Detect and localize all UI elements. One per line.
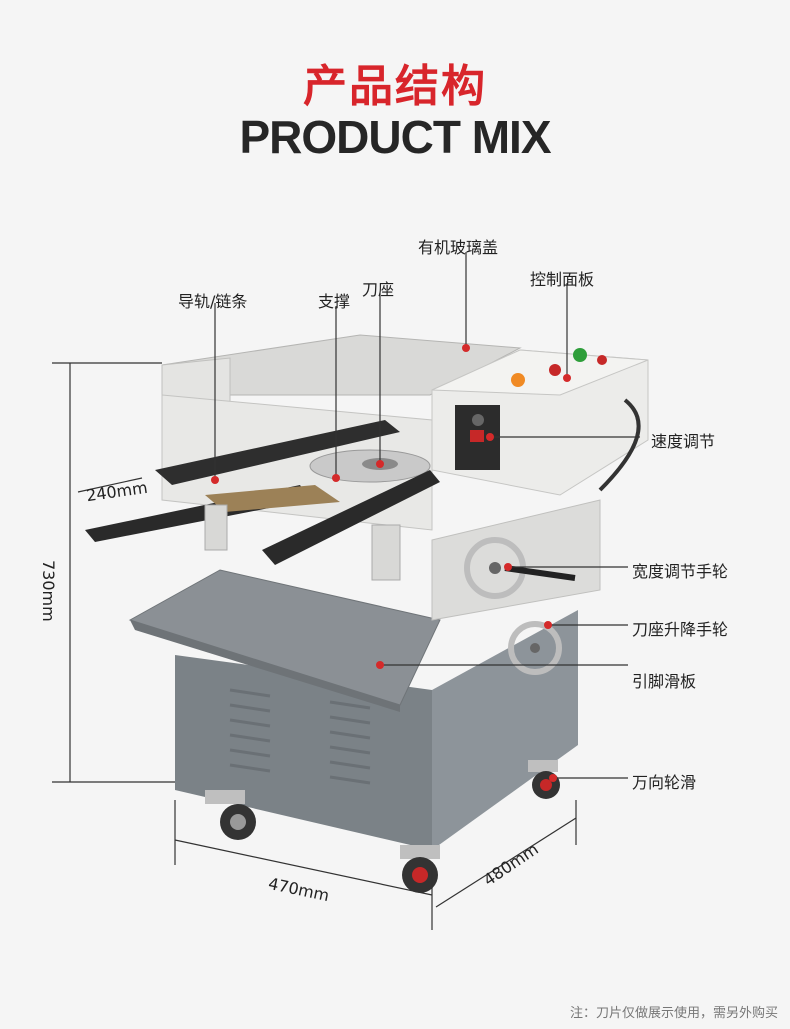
callout-glass-cover: 有机玻璃盖: [418, 238, 499, 257]
callout-guide-rail: 导轨/链条: [178, 292, 248, 311]
callout-lead-slide: 引脚滑板: [632, 672, 697, 691]
callout-support: 支撑: [318, 292, 351, 311]
blade-lift-handwheel: [508, 621, 562, 675]
dimension-height: 730mm: [39, 560, 58, 622]
callout-blade-seat: 刀座: [362, 280, 395, 299]
callout-caster: 万向轮滑: [632, 773, 697, 792]
callout-blade-lift-handwheel: 刀座升降手轮: [632, 620, 729, 639]
callout-speed-adjust: 速度调节: [651, 432, 716, 451]
footer-note: 注：刀片仅做展示使用，需另外购买: [569, 1006, 778, 1021]
callout-dots: [211, 344, 571, 782]
callout-width-handwheel: 宽度调节手轮: [632, 562, 729, 581]
page-title-cn: 产品结构: [303, 61, 487, 112]
vent-slots: [229, 688, 371, 785]
dimension-lines: [52, 362, 577, 930]
page-title-en: PRODUCT MIX: [239, 111, 552, 163]
chain-pcb: [205, 485, 340, 512]
rail-back: [155, 420, 400, 485]
callout-control-panel: 控制面板: [530, 270, 595, 289]
callout-lines: [214, 252, 640, 779]
